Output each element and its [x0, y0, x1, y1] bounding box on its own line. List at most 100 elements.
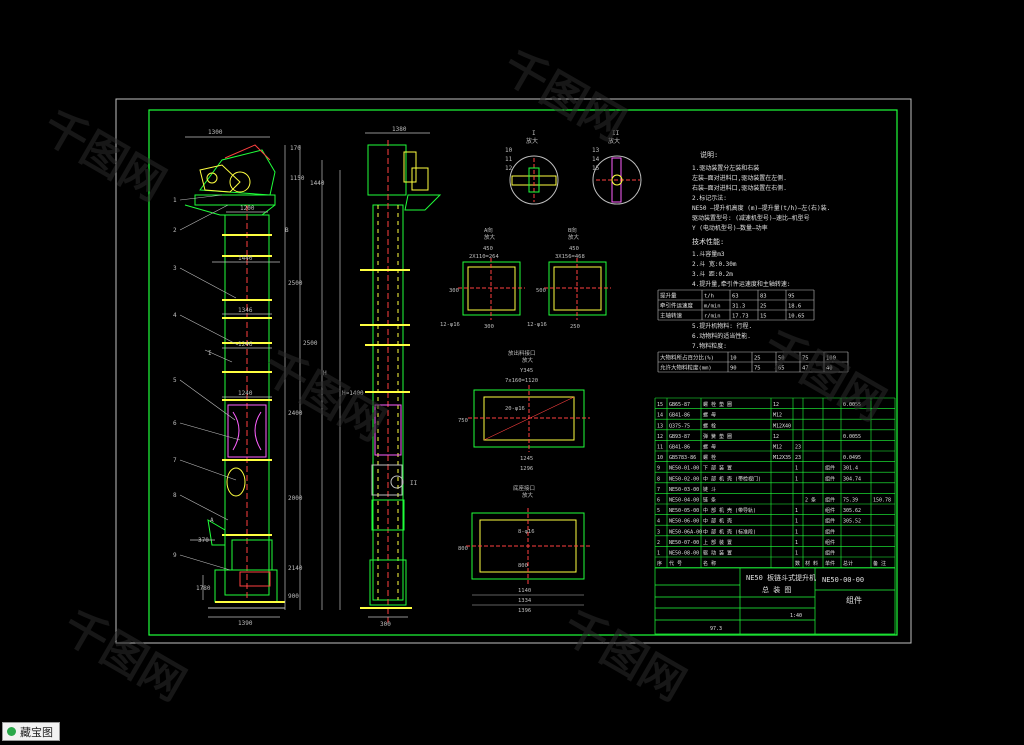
- bom-table-cell: 13: [657, 423, 663, 429]
- view-b-dim-2: 3X156=468: [555, 254, 585, 260]
- view-b-title: B向: [568, 226, 577, 234]
- bom-table-cell: 15: [657, 402, 663, 408]
- grain-table-cell: 65: [778, 366, 785, 372]
- bom-table-cell: 4: [657, 519, 660, 525]
- discharge-labels: 放出料接口 放大 Y345 7x160=1120 20-φ16 750 1245…: [458, 349, 538, 472]
- bom-table-cell: 上 部 装 置: [703, 539, 732, 546]
- perf-table-cell: t/h: [704, 294, 714, 300]
- grain-table-cell: 25: [754, 356, 761, 362]
- dim-width2: 1346: [238, 307, 253, 314]
- tech-line-4: 4.提升量,牵引件运速度和主轴转速:: [692, 280, 790, 288]
- bom-table-cell: 组件: [825, 528, 835, 535]
- view-b-dim-1: 450: [569, 246, 579, 252]
- mark-a: A: [210, 517, 214, 524]
- base-dim-1: 8-φ16: [518, 529, 535, 535]
- title-code: NE50-00-00: [822, 576, 864, 584]
- outer-frame: [115, 98, 912, 644]
- bom-table-cell: 8: [657, 476, 660, 482]
- bom-table-cell: NE50-06A-00: [669, 529, 702, 535]
- bom-table-cell: 0.0055: [843, 402, 861, 408]
- bom-table-cell: 12: [773, 434, 779, 440]
- bom-table-cell: 9: [657, 466, 660, 472]
- bom-table-cell: NE50-05-00: [669, 508, 699, 514]
- callout-9: 9: [173, 552, 177, 559]
- view-b-dim-4: 12-φ16: [527, 322, 547, 328]
- title-block: [654, 567, 896, 635]
- perf-table-cell: 95: [788, 294, 795, 300]
- notes-line-4: 2.标记示法:: [692, 194, 727, 202]
- view-a-dim-2: 2X110=264: [469, 254, 499, 260]
- notes-block: 说明: 1.驱动装置分左装和右装 左装—面对进料口,驱动装置在左侧. 右装—面对…: [692, 150, 830, 350]
- title-scale: 1:40: [790, 613, 802, 619]
- bom-table-cell: 23: [795, 455, 801, 461]
- callout-7: 7: [173, 457, 177, 464]
- bom-table-cell: M12: [773, 445, 782, 451]
- tech-line-1: 1.斗容量m3: [692, 250, 725, 258]
- title-name-1: NE50 板链斗式提升机: [746, 573, 816, 582]
- bom-table-cell: 1: [795, 519, 798, 525]
- bom-table-cell: 1: [795, 551, 798, 557]
- bom-table-cell: GB65-87: [669, 402, 690, 408]
- dim-d1: 170: [290, 145, 301, 152]
- bom-table-cell: 14: [657, 413, 663, 419]
- bom-table-cell: NE50-06-00: [669, 519, 699, 525]
- discharge-title: 放出料接口: [508, 349, 536, 357]
- perf-table-cell: 15: [760, 314, 767, 320]
- dim-seg4: 2000: [288, 495, 303, 502]
- bom-table-cell: GB41-86: [669, 413, 690, 419]
- bom-table-cell: 305.52: [843, 519, 861, 525]
- bom-table-cell: 螺 母: [703, 444, 716, 451]
- notes-line-3: 右装—面对进料口,驱动装置在右侧.: [692, 184, 787, 192]
- grain-table-cell: 40: [826, 366, 833, 372]
- bom-table-cell: 6: [657, 498, 660, 504]
- bom-table-cell: NE50-02-00: [669, 476, 699, 482]
- view-a-dim-4: 12-φ16: [440, 322, 460, 328]
- bom-table-cell: 单件: [825, 560, 835, 567]
- bom-table-cell: 0.0055: [843, 434, 861, 440]
- bom-table-cell: 304.74: [843, 476, 861, 482]
- grain-table-cell: 大物料所占百分比(%): [660, 354, 714, 362]
- bom-table-cell: 弹 簧 垫 圈: [703, 433, 732, 440]
- notes-line-5: NE50 —提升机高度 (m)—提升量(t/h)—左(右)装.: [692, 204, 830, 212]
- bom-table-cell: Q375-75: [669, 423, 690, 429]
- bom-table-cell: 螺 栓 垫 圈: [703, 401, 732, 408]
- base-dim-2: 800: [518, 563, 528, 569]
- perf-table-cell: r/min: [704, 314, 721, 320]
- dim-total-h: H=1400: [342, 390, 364, 397]
- bom-table-cell: 7: [657, 487, 660, 493]
- front-dim-lines: [185, 136, 341, 618]
- discharge-dim-3: 20-φ16: [505, 406, 525, 412]
- bom-table-cell: 12: [773, 402, 779, 408]
- bom-table-cell: 组件: [825, 475, 835, 482]
- more-line-1: 5.提升机物料: 行程.: [692, 322, 752, 330]
- bom-table-cell: 1: [795, 476, 798, 482]
- bom-table-cell: 螺 栓: [703, 422, 716, 429]
- title-date: 97.3: [710, 626, 722, 632]
- grain-table-cell: 100: [826, 356, 836, 362]
- dim-seg2: 2500: [303, 340, 318, 347]
- dim-seg3: 2400: [288, 410, 303, 417]
- view-a-dim-5: 300: [484, 324, 494, 330]
- dim-d3: 1440: [310, 180, 325, 187]
- dim-top-width: 1300: [208, 129, 223, 136]
- view-b: [544, 258, 611, 320]
- bom-table-cell: 3: [657, 529, 660, 535]
- bom-table-cell: 链 条: [703, 497, 716, 504]
- perf-table-cell: 牵引件运速度: [660, 302, 694, 310]
- discharge-dim-4: 750: [458, 418, 468, 424]
- bom-table-cell: 备 注: [873, 560, 886, 567]
- dim-width3: 1246: [238, 341, 253, 348]
- title-block-text: NE50 板链斗式提升机 总 装 图 NE50-00-00 组件 1:40 97…: [710, 573, 864, 632]
- perf-table-cell: 17.73: [732, 314, 749, 320]
- view-a-sub: 放大: [484, 233, 496, 241]
- tech-line-3: 3.斗 距:0.2m: [692, 271, 733, 278]
- view-a: [458, 258, 525, 320]
- grain-table-cell: 50: [778, 356, 785, 362]
- view-b-dim-3: 500: [536, 288, 546, 294]
- base-sub: 放大: [522, 491, 534, 499]
- base-interface: [466, 508, 590, 606]
- source-badge[interactable]: 藏宝图: [2, 722, 60, 741]
- notes-line-1: 1.驱动装置分左装和右装: [692, 164, 759, 172]
